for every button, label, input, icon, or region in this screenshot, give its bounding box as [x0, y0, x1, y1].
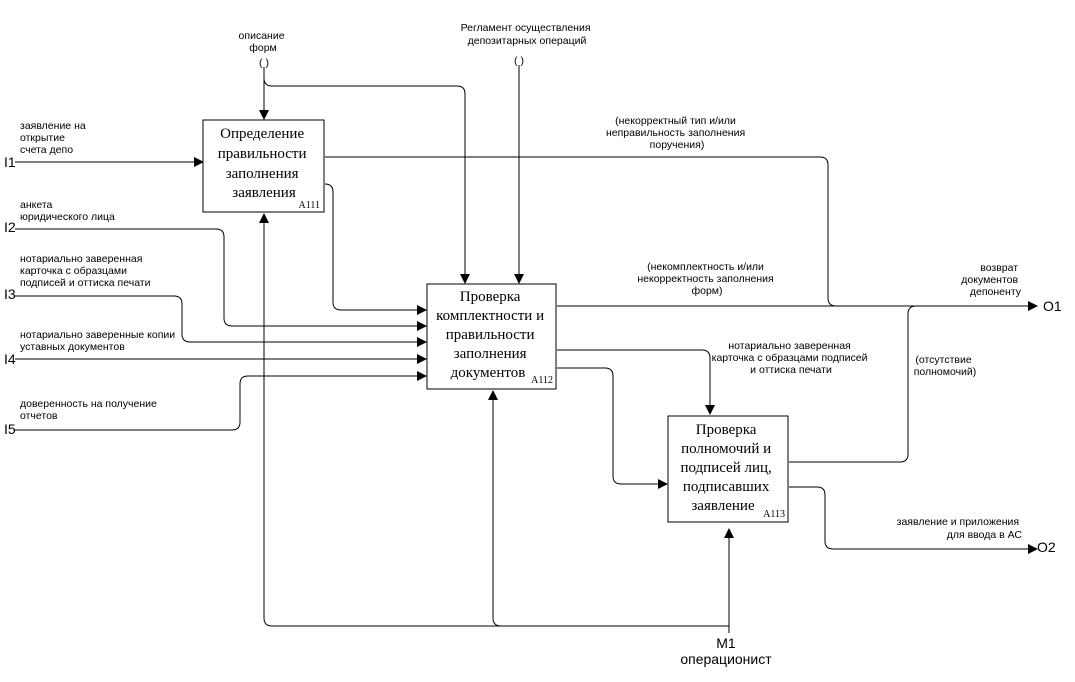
arrowhead-icon [259, 110, 269, 120]
arrowhead-icon [417, 371, 427, 381]
input-label: доверенность на получение отчетов [20, 398, 160, 422]
output-label: заявление и приложения для ввода в АС [897, 516, 1023, 541]
box-id: A111 [299, 200, 320, 211]
input-label: заявление на открытие счета депо [20, 120, 89, 156]
arrowhead-icon [417, 354, 427, 364]
arrowhead-icon [460, 274, 470, 284]
label-incorrect-type: (некорректный тип и/или неправильность з… [606, 115, 748, 151]
label-signature-card: нотариально заверенная карточка с образц… [712, 340, 871, 376]
arrow-mechanism-a112 [492, 399, 502, 627]
arrowhead-icon [705, 405, 715, 415]
arrow-mechanism-bus [263, 222, 729, 627]
arrowhead-icon [488, 390, 498, 400]
arrowhead-icon [1028, 301, 1038, 311]
arrowhead-icon [417, 305, 427, 315]
box-title: Проверка комплектности и правильности за… [436, 289, 548, 381]
input-code: I1 [4, 154, 16, 170]
tunnel-glyph: ( ) [514, 55, 524, 67]
output-code: O2 [1037, 539, 1056, 555]
input-label: нотариально заверенная карточка с образц… [20, 253, 151, 289]
input-code: I5 [4, 421, 16, 437]
arrow-a113-return [789, 305, 917, 463]
arrow-i3 [15, 295, 419, 343]
input-i4: нотариально заверенные копии уставных до… [4, 329, 178, 367]
input-code: I2 [4, 219, 16, 235]
arrow-i2 [15, 228, 419, 327]
box-id: A112 [531, 375, 553, 386]
input-i5: доверенность на получение отчетов I5 [4, 398, 160, 437]
output-o2: заявление и приложения для ввода в АС O2 [897, 516, 1056, 555]
box-title: Определение правильности заполнения заяв… [218, 126, 311, 201]
input-code: I3 [4, 286, 16, 302]
input-i1: заявление на открытие счета депо I1 [4, 120, 89, 170]
arrowhead-icon [417, 337, 427, 347]
input-i2: анкета юридического лица I2 [4, 199, 115, 235]
connectors [15, 65, 1038, 633]
arrowhead-icon [259, 213, 269, 223]
input-i3: нотариально заверенная карточка с образц… [4, 253, 151, 302]
mechanism-label: операционист [680, 651, 772, 667]
output-label: возврат документов депоненту [961, 262, 1021, 298]
arrow-i5 [15, 375, 419, 431]
arrowhead-icon [1028, 544, 1038, 554]
mechanism-m1: M1 операционист [680, 635, 772, 667]
arrowhead-icon [417, 321, 427, 331]
mechanism-code: M1 [716, 635, 736, 651]
arrow-a113-o2 [789, 486, 1030, 550]
activity-box-a112[interactable]: Проверка комплектности и правильности за… [426, 283, 557, 390]
arrowhead-icon [194, 157, 204, 167]
label-incompleteness: (некомплектность и/или некорректность за… [637, 261, 776, 297]
arrowhead-icon [658, 479, 668, 489]
tunnel-glyph: ( ) [259, 57, 269, 69]
control-label-regulation: Регламент осуществления депозитарных опе… [461, 22, 594, 47]
activity-box-a113[interactable]: Проверка полномочий и подписей лиц, подп… [667, 415, 789, 523]
input-code: I4 [4, 351, 16, 367]
arrow-a112-a113-control [557, 349, 711, 406]
output-o1: возврат документов депоненту O1 [961, 262, 1062, 314]
arrow-control-1-branch [263, 77, 466, 276]
arrowhead-icon [514, 274, 524, 284]
arrow-a112-a113-input [557, 367, 660, 485]
box-title: Проверка полномочий и подписей лиц, подп… [680, 422, 775, 514]
output-code: O1 [1043, 298, 1062, 314]
activity-box-a111[interactable]: Определение правильности заполнения заяв… [202, 119, 325, 213]
control-label-forms: описание форм [239, 30, 288, 54]
arrowhead-icon [724, 528, 734, 538]
input-label: нотариально заверенные копии уставных до… [20, 329, 178, 353]
arrow-a111-a112 [324, 183, 419, 311]
input-label: анкета юридического лица [20, 199, 115, 223]
box-id: A113 [763, 509, 785, 520]
label-no-authority: (отсутствие полномочий) [914, 354, 977, 378]
